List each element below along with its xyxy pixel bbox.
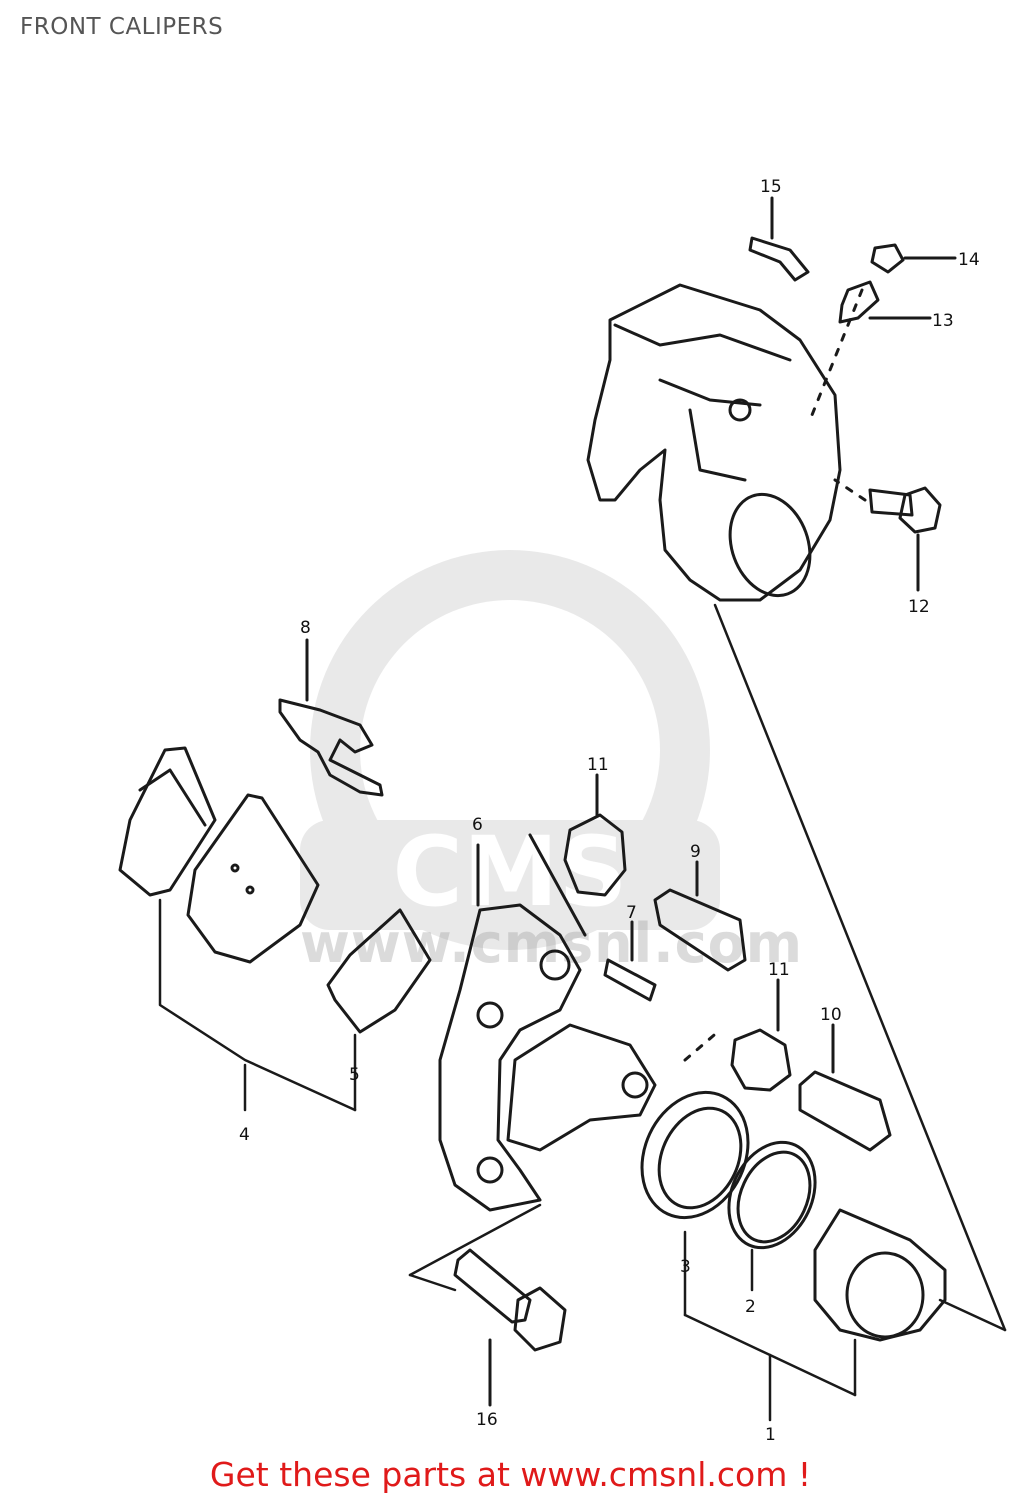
callout-8: 8: [300, 618, 311, 638]
part-6-caliper-bracket[interactable]: [438, 833, 657, 1212]
callout-4: 4: [239, 1125, 250, 1145]
callout-14: 14: [958, 250, 980, 270]
part-11-lower-boot[interactable]: [730, 978, 792, 1092]
callout-3: 3: [680, 1257, 691, 1277]
part-1-piston[interactable]: [813, 1208, 947, 1342]
part-16-mounting-bolt[interactable]: [453, 1248, 567, 1407]
part-2-piston-seal[interactable]: [713, 1128, 832, 1262]
part-11-upper-boot[interactable]: [563, 773, 627, 897]
callout-12: 12: [908, 597, 930, 617]
callout-9: 9: [690, 842, 701, 862]
part-15-pad-spring[interactable]: [748, 196, 810, 282]
callout-11-upper: 11: [587, 755, 609, 775]
callout-16: 16: [476, 1410, 498, 1430]
part-9-slide-pin[interactable]: [653, 860, 747, 972]
part-14-bleeder-cap[interactable]: [870, 243, 957, 274]
caliper-body[interactable]: [586, 283, 842, 607]
page-title: FRONT CALIPERS: [20, 14, 224, 40]
part-8-anti-rattle-spring[interactable]: [278, 638, 384, 797]
part-3-dust-seal[interactable]: [622, 1075, 768, 1235]
callout-6: 6: [472, 815, 483, 835]
callout-2: 2: [745, 1297, 756, 1317]
callout-11-lower: 11: [768, 960, 790, 980]
get-parts-link[interactable]: Get these parts at www.cmsnl.com !: [209, 1455, 812, 1494]
callout-15: 15: [760, 177, 782, 197]
part-12-caliper-bolt[interactable]: [833, 478, 942, 592]
callout-7: 7: [626, 903, 637, 923]
callout-13: 13: [932, 311, 954, 331]
part-5-pad-shim[interactable]: [326, 908, 432, 1034]
part-13-bleeder-valve[interactable]: [808, 280, 932, 422]
callout-5: 5: [349, 1065, 360, 1085]
callout-10: 10: [820, 1005, 842, 1025]
part-7-pad-pin[interactable]: [603, 920, 657, 1002]
callout-1: 1: [765, 1425, 776, 1445]
part-10-slide-pin-bolt[interactable]: [798, 1023, 892, 1152]
part-4-brake-pads[interactable]: [118, 746, 320, 964]
